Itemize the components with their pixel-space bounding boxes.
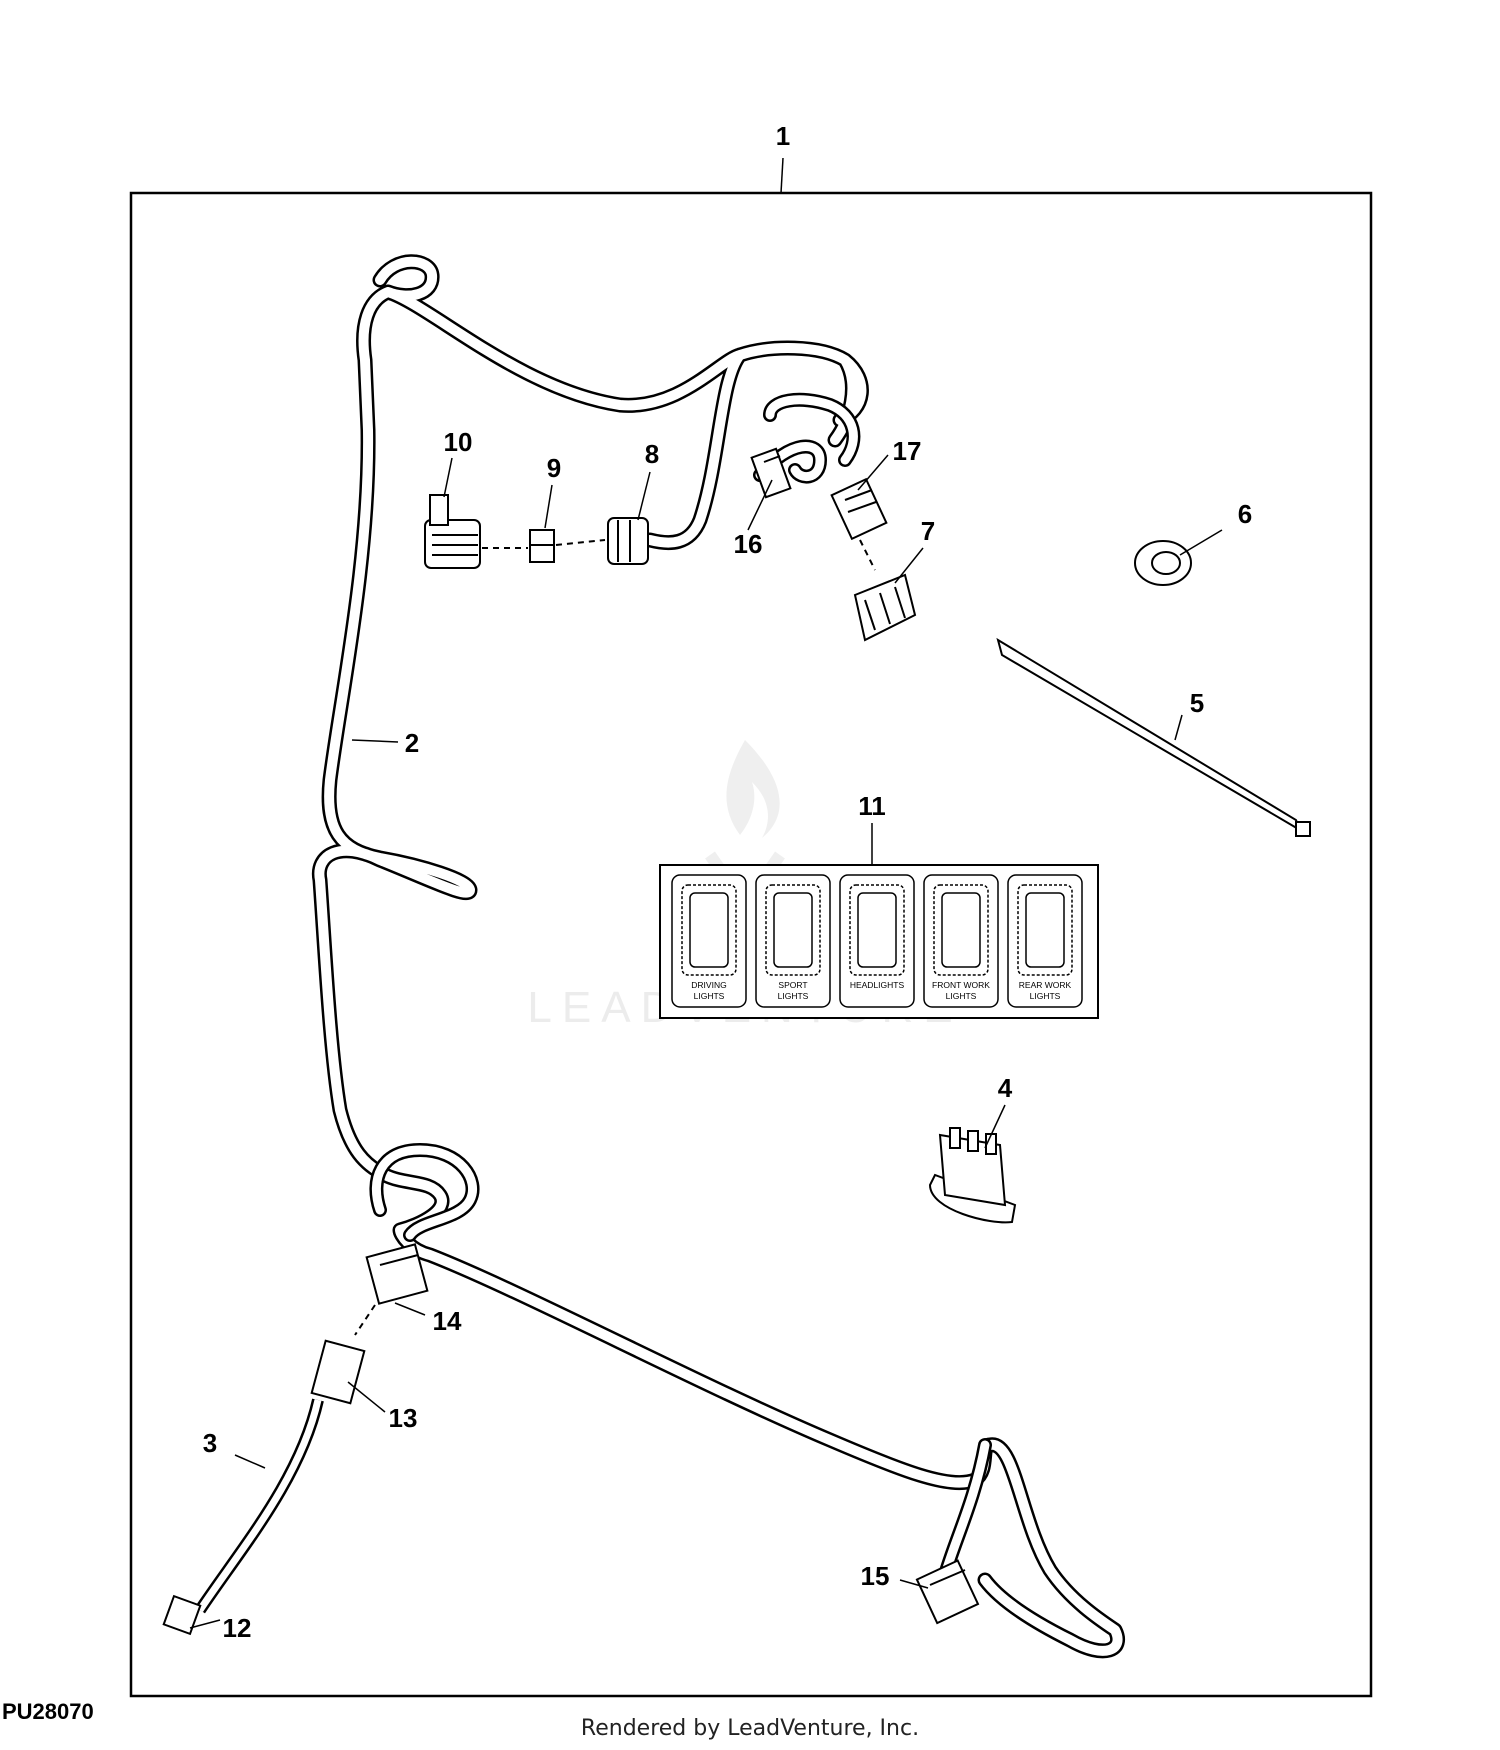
decal-label-4-line1: FRONT WORK xyxy=(932,980,990,990)
callout-4: 4 xyxy=(998,1073,1013,1103)
callout-14: 14 xyxy=(433,1306,462,1336)
connector-14 xyxy=(365,1243,429,1305)
callout-16: 16 xyxy=(734,529,763,559)
decal-label-2-line1: SPORT xyxy=(778,980,807,990)
decal-label-5-line1: REAR WORK xyxy=(1019,980,1072,990)
callout-3: 3 xyxy=(203,1428,217,1458)
dash-line-17-7 xyxy=(859,539,876,571)
cable-tie-5 xyxy=(996,637,1311,837)
callout-9: 9 xyxy=(547,453,561,483)
figure-id: PU28070 xyxy=(2,1699,94,1724)
decal-label-1-line1: DRIVING xyxy=(691,980,726,990)
callout-12: 12 xyxy=(223,1613,252,1643)
decal-label-2-line2: LIGHTS xyxy=(778,991,809,1001)
fuse-9 xyxy=(529,529,555,563)
callout-5: 5 xyxy=(1190,688,1204,718)
callout-13: 13 xyxy=(389,1403,418,1433)
callouts: 1 2 3 4 5 6 7 8 9 10 11 12 13 14 15 16 1… xyxy=(203,121,1252,1643)
callout-7: 7 xyxy=(921,516,935,546)
callout-17: 17 xyxy=(893,436,922,466)
leader-lines xyxy=(189,157,1223,1629)
decal-11: DRIVING LIGHTS SPORT LIGHTS HEADLIGHTS F… xyxy=(659,864,1099,1019)
connector-12 xyxy=(162,1594,202,1636)
decal-label-1-line2: LIGHTS xyxy=(694,991,725,1001)
decal-label-3-line1: HEADLIGHTS xyxy=(850,980,905,990)
callout-8: 8 xyxy=(645,439,659,469)
rocker-switch-4 xyxy=(928,1127,1017,1224)
kit-frame xyxy=(129,191,1373,1698)
connector-16 xyxy=(750,447,792,499)
callout-10: 10 xyxy=(444,427,473,457)
dash-line-9-8 xyxy=(555,539,606,546)
connector-17 xyxy=(830,477,888,541)
fuse-holder-8 xyxy=(607,517,649,565)
callout-2: 2 xyxy=(405,728,419,758)
dash-line-14-13 xyxy=(354,1304,376,1336)
connector-15 xyxy=(915,1559,980,1625)
main-harness xyxy=(311,254,1125,1659)
callout-6: 6 xyxy=(1238,499,1252,529)
connector-7 xyxy=(853,573,917,642)
decal-label-5-line2: LIGHTS xyxy=(1030,991,1061,1001)
callout-15: 15 xyxy=(861,1561,890,1591)
callout-11: 11 xyxy=(858,791,886,821)
connector-13 xyxy=(310,1339,366,1405)
render-credit: Rendered by LeadVenture, Inc. xyxy=(580,1716,920,1741)
grommet-6 xyxy=(1134,540,1192,586)
decal-label-4-line2: LIGHTS xyxy=(946,991,977,1001)
connector-10 xyxy=(424,494,481,569)
decal-panels xyxy=(671,874,1083,1008)
callout-1: 1 xyxy=(776,121,790,151)
jumper-harness-3 xyxy=(195,1398,324,1614)
